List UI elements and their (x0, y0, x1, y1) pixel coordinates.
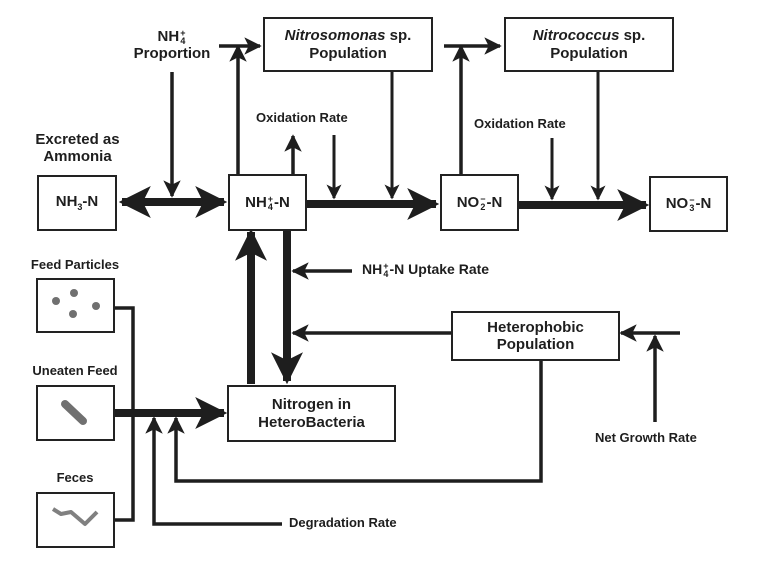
no2-label: NO−2-N (456, 193, 503, 212)
uneaten-feed-label: Uneaten Feed (32, 363, 118, 378)
degradation-rate-label: Degradation Rate (289, 515, 397, 530)
node-nitrococcus-population: Nitrococcus sp. Population (504, 17, 674, 72)
node-nitrosomonas-population: Nitrosomonas sp. Population (263, 17, 433, 72)
node-feces (36, 492, 115, 548)
feed-particles-label: Feed Particles (30, 257, 120, 272)
nh4-proportion-label: NH+4 Proportion (133, 27, 211, 63)
node-nh3-n: NH3-N (37, 175, 117, 231)
excreted-as-ammonia-label: Excreted as Ammonia (35, 131, 120, 166)
nh3-label: NH3-N (55, 193, 99, 213)
dots-icon (51, 288, 100, 318)
node-feed-particles (36, 278, 115, 333)
connector-degradation-rate (145, 416, 282, 526)
no3-label: NO−3-N (665, 195, 712, 214)
node-no3-n: NO−3-N (649, 176, 728, 232)
squiggle-icon (51, 507, 98, 526)
node-uneaten-feed (36, 385, 115, 441)
node-nitrogen-in-heterobacteria: Nitrogen in HeteroBacteria (227, 385, 396, 442)
net-growth-rate-label: Net Growth Rate (595, 430, 697, 445)
feces-label: Feces (56, 470, 94, 485)
node-nh4-n: NH+4-N (228, 174, 307, 231)
pellet-icon (60, 400, 87, 425)
node-heterophobic-population: Heterophobic Population (451, 311, 620, 361)
oxidation-rate-label-1: Oxidation Rate (256, 110, 348, 125)
nh4-label: NH+4-N (245, 193, 290, 212)
connector-heterophobic-loop (167, 360, 543, 483)
node-no2-n: NO−2-N (440, 174, 519, 231)
nh4-uptake-rate-label: NH+4-N Uptake Rate (362, 261, 490, 280)
oxidation-rate-label-2: Oxidation Rate (474, 116, 566, 131)
